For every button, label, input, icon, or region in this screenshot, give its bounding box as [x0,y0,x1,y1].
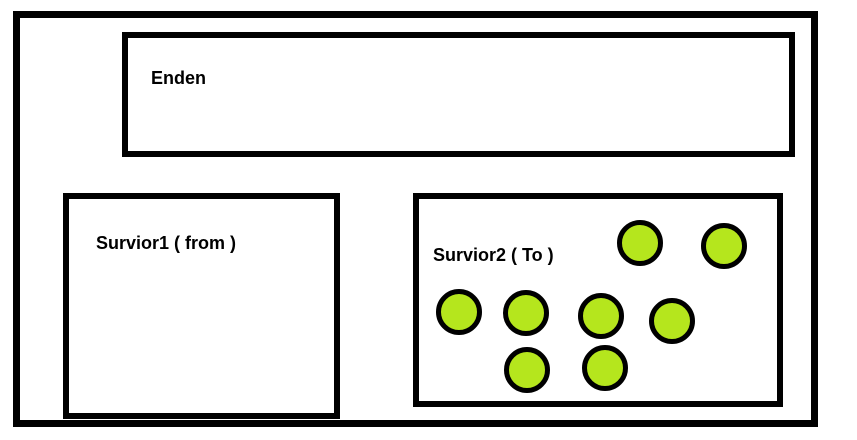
survior1-label: Survior1 ( from ) [96,233,237,253]
survivor-token-6[interactable] [649,298,695,344]
survior2-label: Survior2 ( To ) [433,245,554,265]
survivor-token-5[interactable] [578,293,624,339]
survivor-token-3[interactable] [436,289,482,335]
survivor-token-7[interactable] [504,347,550,393]
survivor-token-8[interactable] [582,345,628,391]
enden-label: Enden [151,68,207,88]
survivor-token-2[interactable] [701,223,747,269]
enden-box[interactable]: Enden [122,32,795,157]
survior2-to-box[interactable]: Survior2 ( To ) [413,193,783,407]
survivor-token-1[interactable] [617,220,663,266]
survior1-from-box[interactable]: Survior1 ( from ) [63,193,340,419]
survivor-token-4[interactable] [503,290,549,336]
token-layer [419,199,777,401]
